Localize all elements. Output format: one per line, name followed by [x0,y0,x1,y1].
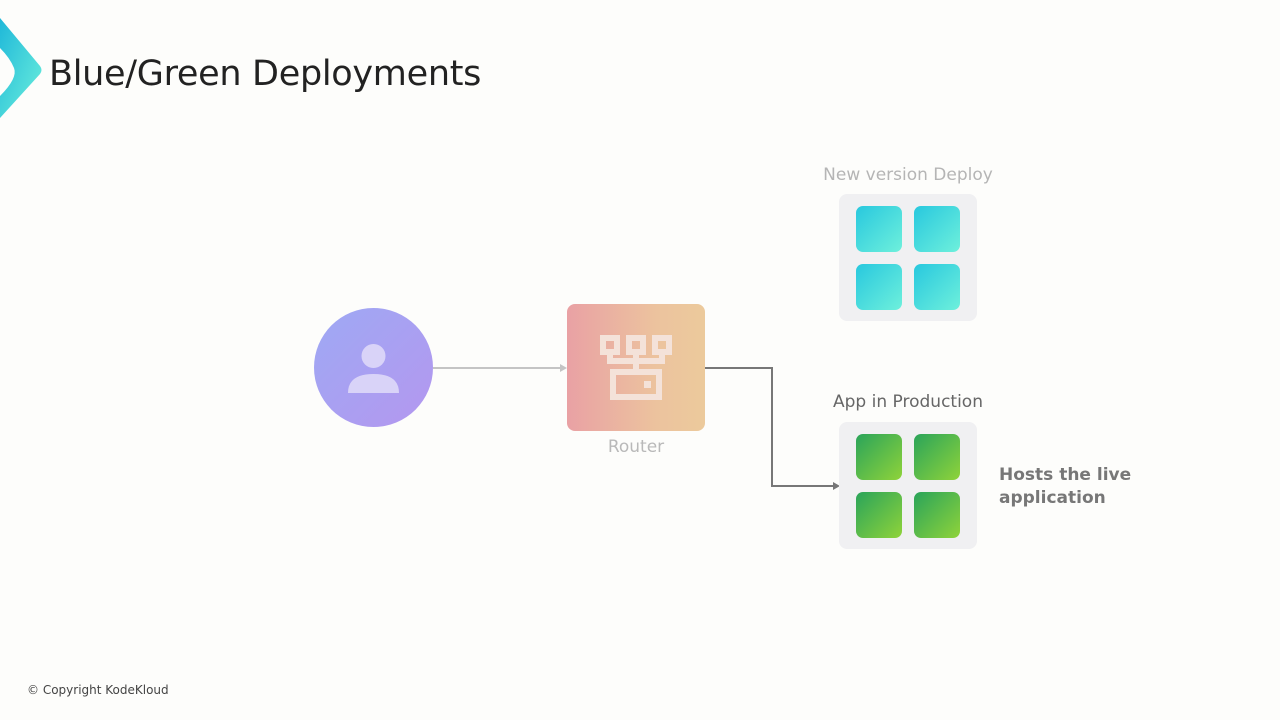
production-label: App in Production [833,392,983,412]
new-version-instance [856,264,902,310]
page-title: Blue/Green Deployments [49,54,482,94]
new-version-instance [914,206,960,252]
kodekloud-logo-icon [0,18,42,118]
production-note: Hosts the live application [999,465,1132,508]
new-version-instance [856,206,902,252]
production-instance [856,492,902,538]
router-node [567,304,705,431]
production-instance [914,434,960,480]
user-node [314,308,433,427]
network-router-icon [600,335,672,400]
router-to-production-arrow [705,367,834,487]
new-version-instance [914,264,960,310]
user-icon [348,344,399,393]
production-group [839,422,977,549]
copyright-footer: © Copyright KodeKloud [27,683,169,697]
new-version-label: New version Deploy [823,165,993,185]
production-instance [856,434,902,480]
new-version-group [839,194,977,321]
router-label: Router [607,437,665,457]
production-instance [914,492,960,538]
user-to-router-arrowhead [560,364,567,372]
